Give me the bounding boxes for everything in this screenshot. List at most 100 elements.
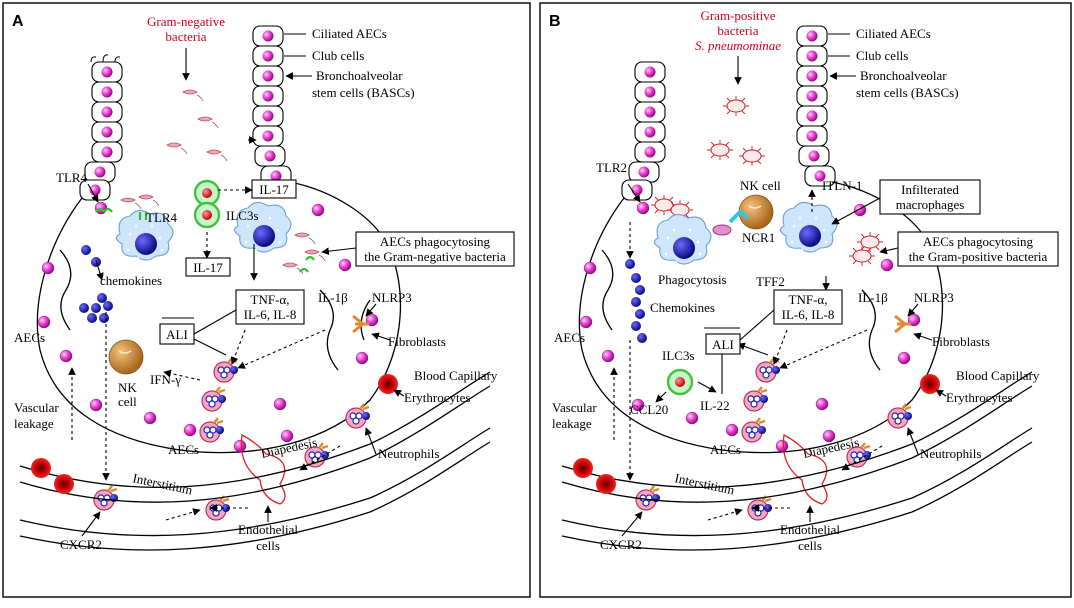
bacteria-title-b-line3: S. pneumominae: [695, 38, 781, 53]
box-aecs-phagocytosing-b: [897, 231, 1059, 267]
label-endothelial-1-b: Endothelial: [780, 522, 840, 537]
label-ciliated-aecs-b: Ciliated AECs: [856, 26, 931, 41]
label-il17-mid: IL-17: [193, 260, 223, 275]
label-itln1: ITLN-1: [822, 178, 862, 193]
bacteria-title-b-line2: bacteria: [717, 23, 758, 38]
label-il22: IL-22: [700, 398, 730, 413]
label-aecs-bottom-b: AECs: [710, 442, 741, 457]
nk-cell-b: [738, 194, 774, 230]
box-il17-top: [251, 179, 297, 199]
bacteria-title-line1: Gram-negative: [147, 14, 225, 29]
label-fibroblasts-b: Fibroblasts: [932, 334, 990, 349]
label-club-cells: Club cells: [312, 48, 364, 63]
ilc3-upper: [193, 179, 221, 207]
label-fibroblasts-a: Fibroblasts: [388, 334, 446, 349]
label-nk-2: cell: [118, 394, 137, 409]
bacteria-title-line2: bacteria: [165, 29, 206, 44]
nk-cell-a: [108, 339, 144, 375]
box-aecs-phagocytosing-a: [355, 231, 515, 267]
box-il17-mid: [185, 257, 231, 277]
box-infiltrated-macrophages: [879, 179, 981, 215]
label-cxcr2-b: CXCR2: [600, 537, 642, 552]
label-il1b-a: IL-1β: [318, 290, 348, 305]
panel-a-letter: A: [12, 13, 24, 30]
label-basc-1: Bronchoalveolar: [316, 68, 403, 83]
label-ilc3s: ILC3s: [226, 208, 259, 223]
panel-a: A Gram-negative bacteria: [2, 2, 531, 598]
label-vascular-2-a: leakage: [14, 416, 54, 431]
box-ali-b: [705, 333, 741, 355]
interstitial-wrinkles-b: [601, 249, 881, 371]
labels-b: Ciliated AECs Club cells Bronchoalveolar…: [552, 26, 1059, 553]
label-tlr4-macrophage: TLR4: [146, 210, 178, 225]
label-blood-capillary-b: Blood Capillary: [956, 368, 1040, 383]
label-vascular-2-b: leakage: [552, 416, 592, 431]
bacteria-title-b-line1: Gram-positive: [700, 8, 775, 23]
panel-b: B Gram-positive bacteria S. pneumominae: [539, 2, 1072, 598]
label-vascular-1-a: Vascular: [14, 400, 59, 415]
label-basc-2-b: stem cells (BASCs): [856, 85, 959, 100]
label-nlrp3-b: NLRP3: [914, 290, 954, 305]
label-aecs-phago-1: AECs phagocytosing: [380, 234, 491, 249]
label-ali-a: ALI: [166, 327, 188, 342]
macrophage-b-left: [653, 213, 712, 266]
macrophage-b-right: [779, 201, 838, 254]
box-tnf-a: [235, 289, 305, 325]
label-phagocytosis: Phagocytosis: [658, 272, 727, 287]
label-nk-1: NK: [118, 380, 137, 395]
chemokines-b: [625, 259, 647, 343]
label-blood-capillary-a: Blood Capillary: [414, 368, 498, 383]
label-neutrophils-b: Neutrophils: [920, 446, 981, 461]
tlr4-receptors: [95, 207, 315, 273]
label-endothelial-2-b: cells: [798, 538, 822, 553]
label-vascular-1-b: Vascular: [552, 400, 597, 415]
panel-b-frame: [539, 2, 1072, 598]
label-il17-top: IL-17: [259, 182, 289, 197]
label-neutrophils-a: Neutrophils: [378, 446, 439, 461]
label-tnf-2: IL-6, IL-8: [244, 307, 297, 322]
label-infiltrated-2: macrophages: [896, 197, 965, 212]
label-ifn-gamma: IFN-γ: [150, 372, 181, 387]
box-tnf-b: [773, 289, 843, 325]
label-basc-1-b: Bronchoalveolar: [860, 68, 947, 83]
label-chemokines-b: Chemokines: [650, 300, 715, 315]
label-ilc3s-b: ILC3s: [662, 348, 695, 363]
label-nk-cell-b: NK cell: [740, 178, 781, 193]
label-endothelial-2-a: cells: [256, 538, 280, 553]
ilc3-b: [666, 368, 694, 396]
label-aecs-phago-2: the Gram-negative bacteria: [364, 249, 506, 264]
ncr1-receptor: [728, 209, 750, 224]
label-ali-b: ALI: [712, 337, 734, 352]
label-aecs-bottom-a: AECs: [168, 442, 199, 457]
capillary-b: [561, 371, 1033, 551]
interstitial-wrinkles: [59, 249, 371, 371]
label-tlr4-left: TLR4: [56, 170, 88, 185]
label-tnf-b-1: TNF-α,: [789, 292, 828, 307]
label-tnf-1: TNF-α,: [251, 292, 290, 307]
labels-a: Ciliated AECs Club cells Bronchoalveolar…: [14, 26, 515, 553]
epithelium-left-stack-b: [621, 61, 666, 201]
label-ccl20: CCL20: [630, 402, 668, 417]
nlrp3-receptor-b: [894, 314, 911, 334]
label-aecs-left-b: AECs: [554, 330, 585, 345]
label-ciliated-aecs: Ciliated AECs: [312, 26, 387, 41]
label-club-cells-b: Club cells: [856, 48, 908, 63]
dashed-arrows-b: [610, 183, 883, 521]
label-ncr1: NCR1: [742, 230, 775, 245]
label-infiltrated-1: Infilterated: [901, 182, 959, 197]
label-tlr2: TLR2: [596, 160, 627, 175]
label-interstitium-b: Interstitium: [673, 470, 735, 497]
label-il1b-b: IL-1β: [858, 290, 888, 305]
label-basc-2: stem cells (BASCs): [312, 85, 415, 100]
label-aecs-left-a: AECs: [14, 330, 45, 345]
aec-cells-a: [37, 201, 379, 453]
label-tff2: TFF2: [756, 274, 785, 289]
epithelium-right-stack: [252, 25, 292, 187]
label-interstitium-a: Interstitium: [131, 470, 193, 497]
label-erythrocytes-b: Erythrocytes: [946, 390, 1012, 405]
capillary-a: [19, 371, 491, 551]
label-chemokines-a: chemokines: [100, 273, 162, 288]
label-endothelial-1-a: Endothelial: [238, 522, 298, 537]
ncr1-ligand: [712, 224, 732, 236]
